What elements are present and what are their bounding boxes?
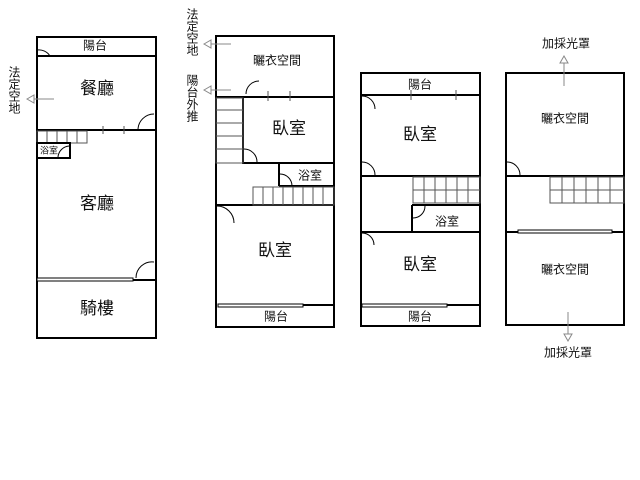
room-label-drying: 曬衣空間 xyxy=(541,111,589,126)
stairs xyxy=(412,176,481,204)
stairs xyxy=(215,97,335,206)
room-label-balcony: 陽台 xyxy=(408,309,432,324)
door-icon xyxy=(216,205,235,224)
room-label-living: 客廳 xyxy=(80,194,114,214)
room-label-balcony: 陽台 xyxy=(83,38,107,53)
room-label-dining: 餐廳 xyxy=(80,79,114,99)
room-label-bedroom: 臥室 xyxy=(258,241,292,261)
door-icon xyxy=(243,148,258,163)
note-skylight-cover: 加採光罩 xyxy=(542,37,590,51)
plan-ground-floor: 陽台 餐廳 浴室 客廳 騎樓 法定空地 xyxy=(7,36,157,339)
plan-third-floor: 陽台 臥室 浴室 臥室 陽台 xyxy=(360,72,481,327)
door-icon xyxy=(57,145,70,158)
room-label-bedroom: 臥室 xyxy=(403,125,437,145)
room-label-bathroom: 浴室 xyxy=(435,214,459,229)
door-icon xyxy=(361,95,376,110)
room-label-balcony: 陽台 xyxy=(264,309,288,324)
door-icon xyxy=(245,80,260,95)
note-balcony-extension: 陽台外推 xyxy=(185,74,199,122)
note-legal-open-space: 法定空地 xyxy=(7,66,21,114)
room-label-drying: 曬衣空間 xyxy=(253,53,301,68)
door-icon xyxy=(135,261,155,279)
room-label-drying: 曬衣空間 xyxy=(541,262,589,277)
room-label-bathroom: 浴室 xyxy=(298,168,322,183)
door-icon xyxy=(36,49,51,57)
note-legal-open-space: 法定空地 xyxy=(185,8,199,56)
door-icon xyxy=(279,173,293,187)
stairs xyxy=(549,176,625,204)
note-skylight-cover: 加採光罩 xyxy=(544,346,592,360)
room-label-balcony: 陽台 xyxy=(408,77,432,92)
door-icon xyxy=(137,113,155,131)
door-icon xyxy=(361,232,375,246)
door-icon xyxy=(506,161,521,176)
room-label-bathroom: 浴室 xyxy=(40,145,58,157)
stairs xyxy=(36,130,88,144)
bathroom-wall xyxy=(36,142,71,159)
plan-second-floor: 曬衣空間 臥室 浴室 臥室 陽台 法定空地 陽台外推 xyxy=(185,8,335,328)
door-icon xyxy=(412,205,426,219)
plan-roof-floor: 曬衣空間 曬衣空間 加採光罩 加採光罩 xyxy=(505,37,625,360)
room-label-bedroom: 臥室 xyxy=(272,119,306,139)
door-icon xyxy=(361,161,376,176)
room-label-arcade: 騎樓 xyxy=(80,299,114,319)
room-label-bedroom: 臥室 xyxy=(403,255,437,275)
